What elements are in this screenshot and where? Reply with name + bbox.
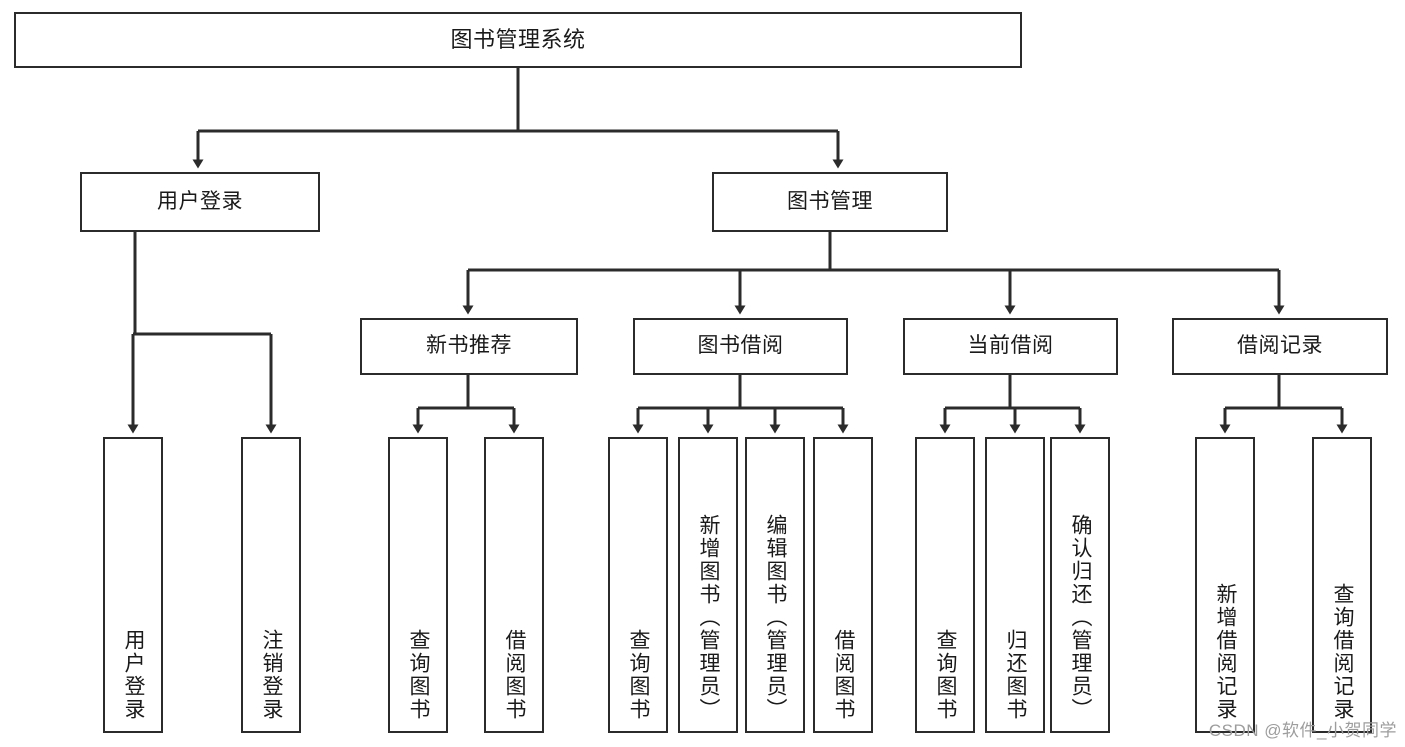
- node-new-book-recommend[interactable]: 新书推荐: [360, 318, 578, 375]
- node-borrow-records-label: 借阅记录: [1237, 334, 1323, 358]
- leaf-new-books-search[interactable]: 查询图书: [388, 437, 448, 733]
- leaf-current-search-book[interactable]: 查询图书: [915, 437, 975, 733]
- node-book-management-label: 图书管理: [787, 189, 873, 213]
- node-root-label: 图书管理系统: [450, 27, 586, 53]
- leaf-borrow-add-book[interactable]: 新增图书（管理员）: [678, 437, 738, 733]
- leaf-new-books-borrow[interactable]: 借阅图书: [484, 437, 544, 733]
- node-root[interactable]: 图书管理系统: [14, 12, 1022, 68]
- node-book-borrow-label: 图书借阅: [697, 334, 784, 358]
- leaf-borrow-edit-book[interactable]: 编辑图书（管理员）: [745, 437, 805, 733]
- node-book-borrow[interactable]: 图书借阅: [633, 318, 848, 375]
- leaf-records-add-record-label: 新增借阅记录: [1214, 583, 1238, 721]
- node-user-login[interactable]: 用户登录: [80, 172, 320, 232]
- leaf-user-login-login[interactable]: 用户登录: [103, 437, 163, 733]
- leaf-user-login-login-label: 用户登录: [122, 629, 146, 721]
- leaf-borrow-edit-book-label: 编辑图书（管理员）: [764, 514, 788, 721]
- watermark-text: CSDN @软件_小贺同学: [1208, 721, 1397, 740]
- leaf-user-login-logout-label: 注销登录: [260, 629, 284, 721]
- leaf-records-search-record-label: 查询借阅记录: [1331, 583, 1355, 721]
- leaf-user-login-logout[interactable]: 注销登录: [241, 437, 301, 733]
- leaf-current-return-book-label: 归还图书: [1004, 629, 1028, 721]
- leaf-records-search-record[interactable]: 查询借阅记录: [1312, 437, 1372, 733]
- leaf-borrow-search-book-label: 查询图书: [627, 629, 651, 721]
- node-new-book-recommend-label: 新书推荐: [426, 334, 512, 358]
- leaf-borrow-search-book[interactable]: 查询图书: [608, 437, 668, 733]
- node-book-management[interactable]: 图书管理: [712, 172, 948, 232]
- leaf-borrow-borrow-book[interactable]: 借阅图书: [813, 437, 873, 733]
- leaf-current-search-book-label: 查询图书: [934, 629, 958, 721]
- node-user-login-label: 用户登录: [157, 189, 243, 213]
- node-borrow-records[interactable]: 借阅记录: [1172, 318, 1388, 375]
- leaf-records-add-record[interactable]: 新增借阅记录: [1195, 437, 1255, 733]
- leaf-current-return-book[interactable]: 归还图书: [985, 437, 1045, 733]
- leaf-borrow-borrow-book-label: 借阅图书: [832, 629, 856, 721]
- leaf-current-confirm-return[interactable]: 确认归还（管理员）: [1050, 437, 1110, 733]
- node-current-borrow-label: 当前借阅: [967, 334, 1054, 358]
- leaf-new-books-borrow-label: 借阅图书: [503, 629, 527, 721]
- node-current-borrow[interactable]: 当前借阅: [903, 318, 1118, 375]
- leaf-current-confirm-return-label: 确认归还（管理员）: [1069, 514, 1093, 721]
- leaf-borrow-add-book-label: 新增图书（管理员）: [697, 514, 721, 721]
- leaf-new-books-search-label: 查询图书: [407, 629, 431, 721]
